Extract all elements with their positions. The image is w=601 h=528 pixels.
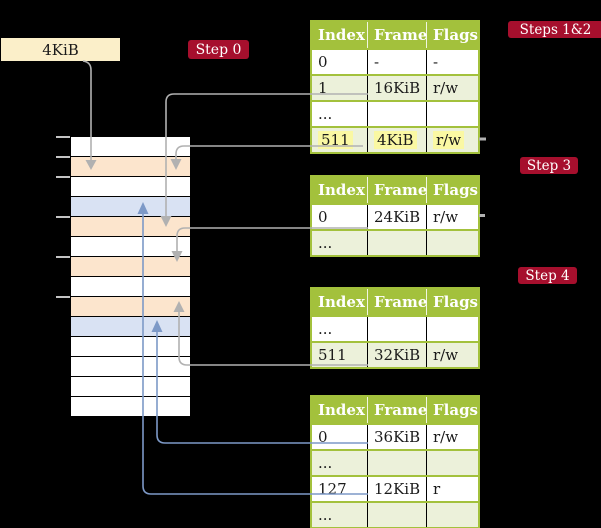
memory-frame-row-8 [71, 277, 190, 297]
memory-frame-row-5 [71, 217, 190, 237]
table-cell [368, 231, 427, 255]
table-header-cell: Frame [368, 22, 427, 48]
memory-tick [56, 176, 70, 178]
table-cell: r/w [433, 208, 459, 226]
memory-frame-row-1 [71, 137, 190, 157]
table-cell: 511 [312, 343, 368, 367]
table-header-cell: Frame [368, 177, 427, 203]
memory-tick [56, 156, 70, 158]
memory-frame-row-6 [71, 237, 190, 257]
badge-step-4: Step 4 [518, 267, 577, 284]
table-cell [368, 451, 427, 475]
table-cell: 0 [312, 205, 368, 229]
table-cell: 16KiB [368, 76, 427, 100]
highlighted-value: r/w [433, 131, 465, 149]
badge-steps-1-2: Steps 1&2 [508, 21, 601, 38]
memory-tick [56, 296, 70, 298]
table-cell: 127 [312, 477, 368, 501]
table-cell: ... [312, 503, 368, 527]
table-cell: 0 [312, 50, 368, 74]
table-row: ... [312, 501, 478, 527]
memory-frame-row-7 [71, 257, 190, 277]
table-header-cell: Index [312, 289, 368, 315]
table-cell [427, 317, 478, 341]
memory-frame-row-9 [71, 297, 190, 317]
highlighted-value: 511 [318, 131, 353, 149]
table-cell: r/w [427, 128, 478, 152]
table-cell: 36KiB [368, 425, 427, 449]
memory-tick [56, 136, 70, 138]
memory-frame-row-12 [71, 357, 190, 377]
table-header-cell: Frame [368, 289, 427, 315]
table-cell [427, 231, 478, 255]
memory-tick [56, 216, 70, 218]
table-cell [368, 102, 427, 126]
table-row: ... [312, 100, 478, 126]
table-row: ... [312, 449, 478, 475]
badge-step-0: Step 0 [188, 40, 249, 59]
memory-frame-row-14 [71, 397, 190, 417]
table-cell: ... [312, 317, 368, 341]
table-cell [368, 317, 427, 341]
memory-tick [56, 256, 70, 258]
table-header-cell: Flags [433, 401, 478, 419]
table-header-cell: Flags [433, 293, 478, 311]
memory-stack [71, 137, 190, 417]
table-cell: r/w [433, 79, 459, 97]
badge-step-3: Step 3 [520, 157, 578, 174]
table-cell: r [433, 480, 441, 498]
table-row: ... [312, 315, 478, 341]
table-header-cell: Index [312, 397, 368, 423]
table-cell: 0 [312, 425, 368, 449]
table-row: 511 4KiB r/w [312, 126, 478, 152]
table-cell: 511 [312, 128, 368, 152]
table-header-cell: Flags [433, 26, 478, 44]
table-header-cell: Index [312, 177, 368, 203]
highlighted-value: 4KiB [374, 131, 417, 149]
table-cell: 4KiB [368, 128, 427, 152]
table-header-cell: Flags [433, 181, 478, 199]
memory-frame-row-10 [71, 317, 190, 337]
table-cell: r/w [433, 428, 459, 446]
memory-frame-row-11 [71, 337, 190, 357]
table-cell: ... [312, 102, 368, 126]
table-row: ... [312, 229, 478, 255]
table-cell: 32KiB [368, 343, 427, 367]
table-cell: ... [312, 451, 368, 475]
table-cell: - [433, 53, 439, 71]
table-cell [427, 451, 478, 475]
table-cell [368, 503, 427, 527]
memory-frame-row-3 [71, 177, 190, 197]
frame-size-label: 4KiB [42, 40, 79, 59]
table-cell: 12KiB [368, 477, 427, 501]
table-cell: ... [312, 231, 368, 255]
table-cell: r/w [433, 346, 459, 364]
table-cell: 24KiB [368, 205, 427, 229]
memory-frame-row-2 [71, 157, 190, 177]
table-header-cell: Index [312, 22, 368, 48]
table-cell: - [368, 50, 427, 74]
table-row: 0-- [312, 48, 478, 74]
frame-size-box: 4KiB [1, 38, 120, 61]
memory-frame-row-13 [71, 377, 190, 397]
table-cell: 1 [312, 76, 368, 100]
table-cell [427, 102, 478, 126]
table-cell [427, 503, 478, 527]
memory-frame-row-4 [71, 197, 190, 217]
table-header-cell: Frame [368, 397, 427, 423]
